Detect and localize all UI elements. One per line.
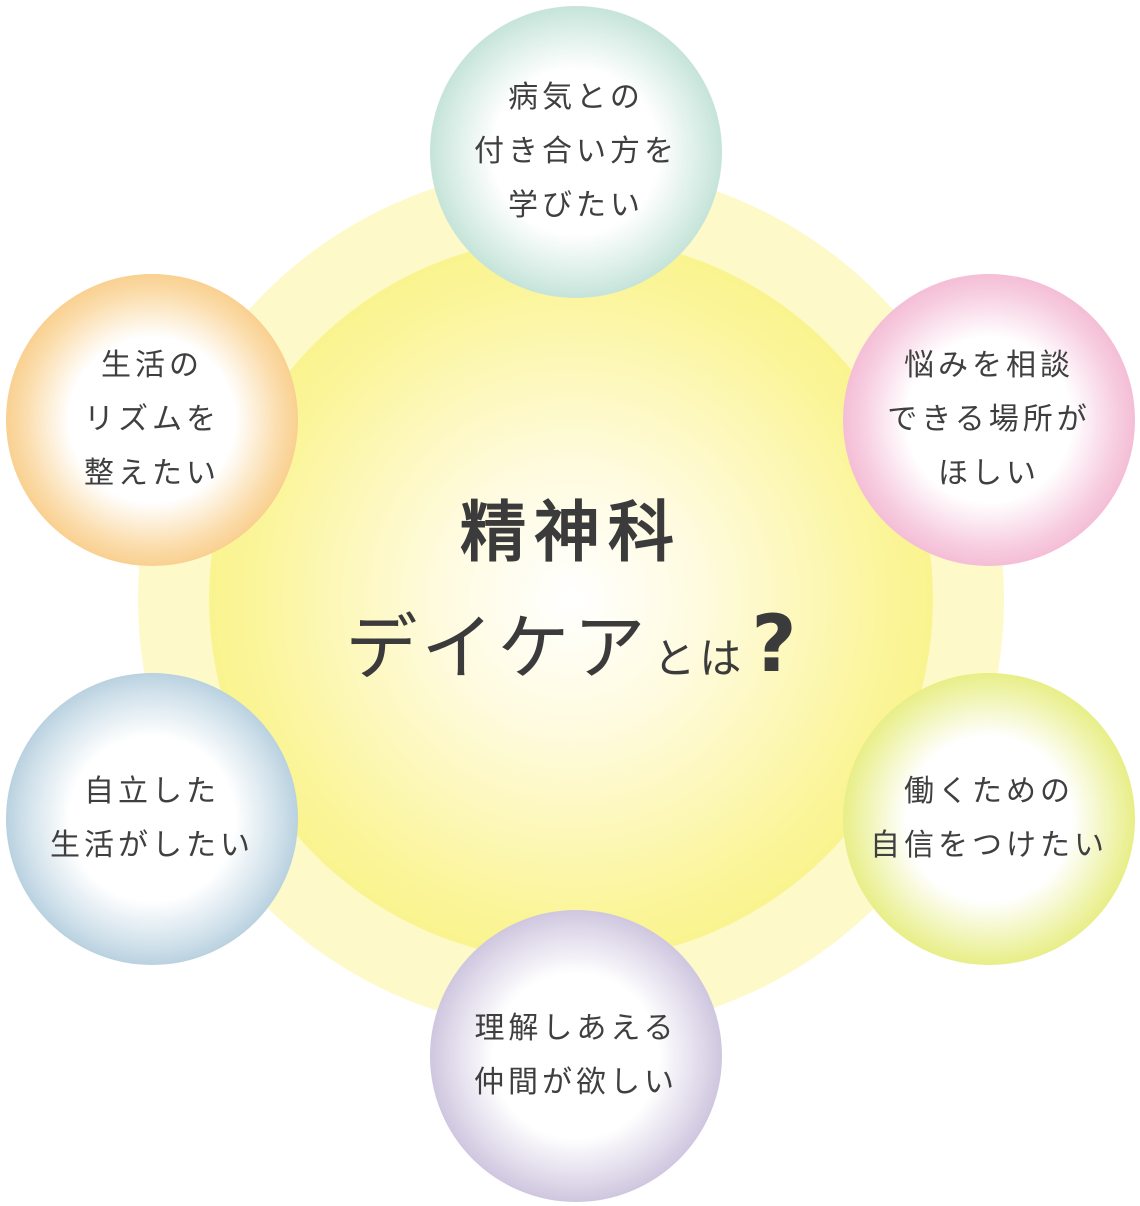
question-mark: ?: [751, 600, 797, 690]
bubble-learn-illness: 病気との 付き合い方を 学びたい: [430, 6, 722, 298]
bubble-text: 自立した 生活がしたい: [50, 774, 254, 863]
bubble-consult-place: 悩みを相談 できる場所が ほしい: [843, 274, 1135, 566]
title-main-text: デイケア: [345, 606, 650, 690]
bubble-peers: 理解しあえる 仲間が欲しい: [430, 910, 722, 1202]
title-line-2: デイケア とは ?: [345, 606, 796, 684]
title-line-1: 精神科: [460, 494, 682, 571]
bubble-text: 病気との 付き合い方を 学びたい: [474, 80, 678, 223]
title-suffix-text: とは: [653, 634, 746, 683]
bubble-text: 理解しあえる 仲間が欲しい: [474, 1011, 678, 1100]
bubble-text: 生活の リズムを 整えたい: [84, 348, 220, 491]
bubble-life-rhythm: 生活の リズムを 整えたい: [6, 274, 298, 566]
center-title: 精神科 デイケア とは ?: [209, 237, 933, 961]
bubble-text: 悩みを相談 できる場所が ほしい: [887, 348, 1091, 491]
bubble-text: 働くための 自信をつけたい: [870, 774, 1108, 863]
bubble-independent-life: 自立した 生活がしたい: [6, 673, 298, 965]
bubble-work-confidence: 働くための 自信をつけたい: [843, 673, 1135, 965]
center-circle: [209, 237, 933, 961]
